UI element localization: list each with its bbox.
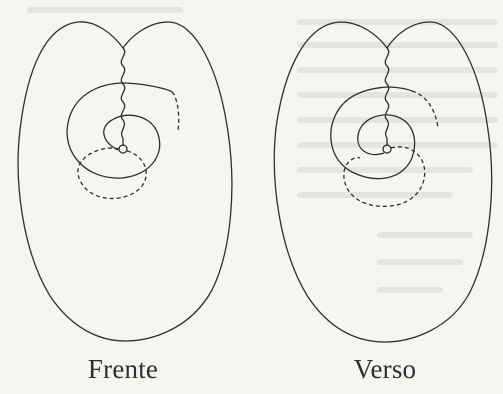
front-stalk xyxy=(121,48,124,146)
front-center-ring xyxy=(119,145,127,153)
back-figure xyxy=(274,22,491,342)
back-center-ring xyxy=(383,145,391,153)
front-spiral-dashed-outer xyxy=(172,92,179,130)
front-spiral-solid xyxy=(67,83,172,178)
back-caption: Verso xyxy=(315,354,455,385)
back-spiral-solid xyxy=(331,87,415,179)
back-spiral-dashed-outer xyxy=(412,91,438,128)
front-caption: Frente xyxy=(53,354,193,385)
back-outline xyxy=(274,22,491,342)
back-stalk xyxy=(385,48,388,146)
front-spiral-dashed xyxy=(78,148,146,199)
front-figure xyxy=(18,22,232,341)
